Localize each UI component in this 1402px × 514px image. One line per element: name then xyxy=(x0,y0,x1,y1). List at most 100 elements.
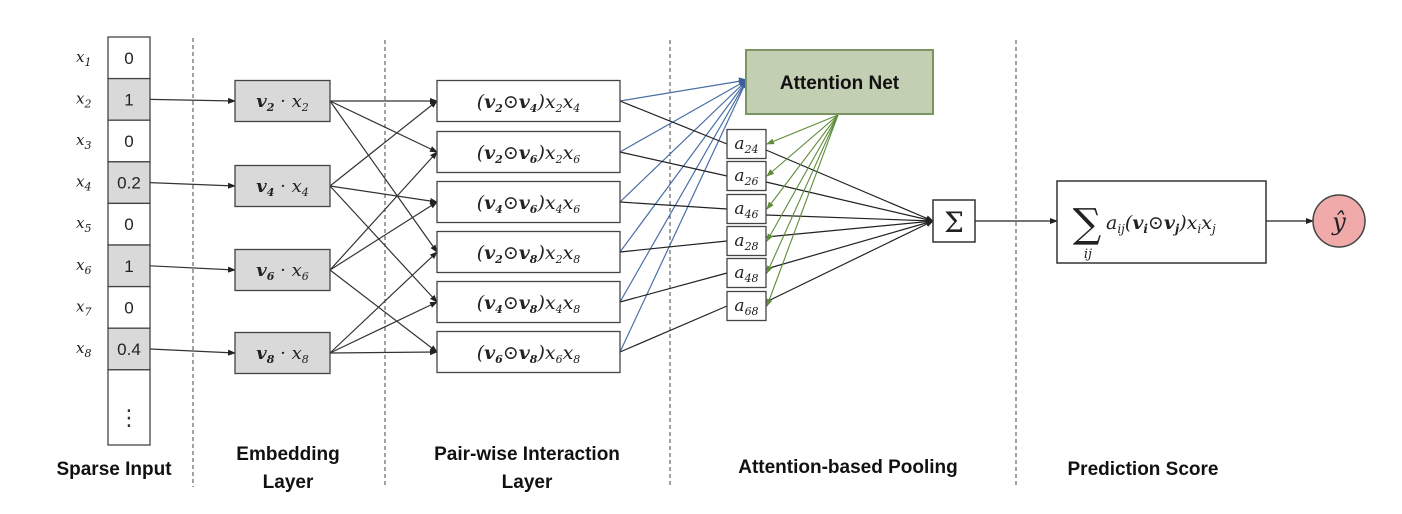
connection-lines xyxy=(149,77,1314,356)
interaction-to-weight-line xyxy=(619,272,728,303)
section-label-embedding: Embedding xyxy=(236,444,339,465)
interaction-label: (v6⊙v8)x6x8 xyxy=(477,342,581,366)
interaction-label: (v2⊙v8)x2x8 xyxy=(477,242,581,266)
output-node: ŷ xyxy=(1312,194,1366,248)
weight-to-sum-arrow xyxy=(765,220,934,303)
weight-to-sum-arrow xyxy=(765,214,934,224)
prediction-box xyxy=(1056,180,1267,264)
interaction-to-attention-arrow xyxy=(619,79,748,303)
sum-index: ij xyxy=(1084,247,1092,262)
interaction-to-attention-arrow xyxy=(619,77,748,102)
attention-weight-label: a26 xyxy=(734,166,758,188)
interaction-to-weight-line xyxy=(619,240,728,253)
input-value: 1 xyxy=(124,257,133,276)
embedding-box xyxy=(234,164,331,208)
feature-label: x5 xyxy=(76,214,91,235)
sum-node: Σ xyxy=(932,199,976,243)
interaction-to-weight-line xyxy=(619,305,728,353)
section-label-embedding: Layer xyxy=(263,472,314,493)
input-to-embedding-arrow xyxy=(149,182,236,189)
input-cell xyxy=(107,77,151,121)
embedding-to-interaction-arrow xyxy=(329,201,438,271)
interaction-box xyxy=(436,280,621,324)
attention-net: Attention Net xyxy=(745,49,934,115)
section-label-pooling: Attention-based Pooling xyxy=(738,457,958,478)
interaction-to-weight-line xyxy=(619,100,728,145)
embedding-to-interaction-arrow xyxy=(329,100,438,153)
embedding-to-interaction-arrow xyxy=(329,301,438,354)
weight-to-sum-arrow xyxy=(765,218,934,238)
interaction-box xyxy=(436,330,621,374)
embedding-box xyxy=(234,331,331,375)
weight-to-sum-arrow xyxy=(765,220,934,270)
feature-label: x2 xyxy=(76,89,91,110)
interaction-to-attention-arrow xyxy=(619,79,748,203)
attention-weight-box xyxy=(726,290,767,322)
attention-weight-box xyxy=(726,257,767,289)
embedding-label: v2 · x2 xyxy=(256,91,308,114)
embedding-to-interaction-arrow xyxy=(329,151,438,271)
embedding-box xyxy=(234,248,331,292)
input-value: 1 xyxy=(124,90,133,109)
feature-label: x6 xyxy=(76,256,91,277)
input-cell xyxy=(107,119,151,163)
interaction-to-weight-line xyxy=(619,151,728,177)
interaction-box xyxy=(436,230,621,274)
embedding-to-interaction-arrow xyxy=(329,100,438,187)
attention-weight-label: a28 xyxy=(734,231,758,253)
attention-weight-box xyxy=(726,160,767,192)
embedding-to-interaction-arrow xyxy=(329,185,438,303)
interaction-box xyxy=(436,130,621,174)
input-cell xyxy=(107,244,151,288)
attention-weight-box xyxy=(726,193,767,225)
attention-to-weight-arrow xyxy=(766,114,839,210)
embedding-to-interaction-arrow xyxy=(329,251,438,354)
feature-label: x4 xyxy=(76,173,91,194)
attention-weight-box xyxy=(726,128,767,160)
attention-to-weight-arrow xyxy=(766,114,839,177)
prediction-formula: ∑ ij aij(vi⊙vj)xixj xyxy=(1056,180,1267,264)
output-circle xyxy=(1312,194,1366,248)
embedding-to-interaction-arrow xyxy=(329,100,438,253)
section-separators xyxy=(192,38,1017,487)
attention-weight-box xyxy=(726,225,767,257)
embedding-to-interaction-arrow xyxy=(329,185,438,204)
feature-label: x3 xyxy=(76,131,91,152)
embedding-to-interaction-arrow xyxy=(329,349,438,356)
embedding-label: v6 · x6 xyxy=(256,260,308,283)
input-value: 0.2 xyxy=(117,174,141,193)
feature-label: x7 xyxy=(76,297,91,318)
input-to-embedding-arrow xyxy=(149,348,236,356)
formula-body: aij(vi⊙vj)xixj xyxy=(1106,212,1216,236)
section-label-prediction: Prediction Score xyxy=(1068,459,1219,480)
interaction-box xyxy=(436,180,621,224)
attention-to-weight-arrow xyxy=(766,114,839,242)
weight-to-sum-arrow xyxy=(765,149,934,222)
sum-box xyxy=(932,199,976,243)
input-value: 0 xyxy=(124,215,133,234)
section-label-pairwise: Pair-wise Interaction xyxy=(434,444,620,465)
weight-to-sum-arrow xyxy=(765,181,934,223)
section-label-sparse: Sparse Input xyxy=(56,459,172,480)
feature-label: x1 xyxy=(76,48,91,69)
pairwise-interaction-layer: (v2⊙v4)x2x4(v2⊙v6)x2x6(v4⊙v6)x4x6(v2⊙v8)… xyxy=(436,79,621,374)
input-cell xyxy=(107,285,151,329)
input-to-embedding-arrow xyxy=(149,265,236,273)
sum-operator: ∑ xyxy=(1073,201,1102,247)
attention-weight-label: a68 xyxy=(734,296,758,318)
embedding-to-interaction-arrow xyxy=(329,269,438,353)
output-symbol: ŷ xyxy=(1331,208,1346,236)
attention-to-weight-arrow xyxy=(766,114,839,274)
interaction-label: (v2⊙v4)x2x4 xyxy=(477,91,581,115)
embedding-box xyxy=(234,79,331,123)
input-value: 0 xyxy=(124,132,133,151)
interaction-to-weight-line xyxy=(619,201,728,210)
embedding-label: v8 · x8 xyxy=(256,343,308,366)
section-label-pairwise: Layer xyxy=(502,472,553,493)
attention-net-box xyxy=(745,49,934,115)
ellipsis-icon: ⋮ xyxy=(118,406,140,431)
